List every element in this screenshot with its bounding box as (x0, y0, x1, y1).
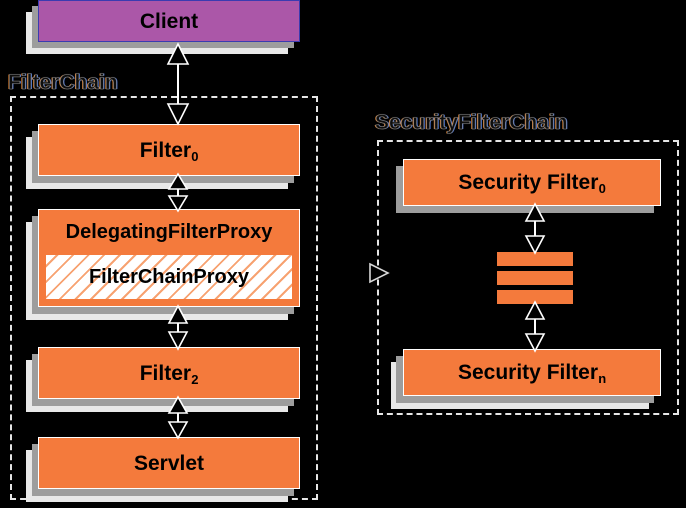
client-box[interactable]: Client (38, 0, 300, 42)
edge-security-filter-n-to-stack (524, 300, 546, 353)
edge-servlet-to-filter2 (167, 395, 189, 440)
security-filter-0-label: Security Filter0 (458, 171, 606, 197)
security-filter-chain-group-label: SecurityFilterChain (375, 111, 568, 134)
filter-stack-bar-2 (497, 271, 573, 285)
filter-chain-proxy-label: FilterChainProxy (88, 266, 250, 288)
filter0-label: Filter0 (139, 138, 199, 164)
edge-stack-to-security-filter-0 (524, 202, 546, 255)
security-filter-0-box[interactable]: Security Filter0 (403, 159, 661, 206)
filter2-label: Filter2 (139, 361, 199, 387)
security-filter-n-label: Security Filtern (457, 361, 607, 387)
servlet-label: Servlet (133, 451, 205, 475)
security-filter-n-box[interactable]: Security Filtern (403, 349, 661, 396)
filter-stack-bar-1 (497, 252, 573, 266)
filter2-box[interactable]: Filter2 (38, 347, 300, 399)
filter-chain-proxy-box[interactable]: FilterChainProxy (45, 254, 293, 300)
filter0-box[interactable]: Filter0 (38, 124, 300, 176)
delegating-filter-proxy-box[interactable]: DelegatingFilterProxy FilterChainProxy (38, 209, 300, 307)
filter-stack-bar-3 (497, 290, 573, 304)
edge-filter0-to-client (166, 42, 190, 126)
client-label: Client (139, 9, 199, 33)
servlet-box[interactable]: Servlet (38, 437, 300, 489)
delegating-filter-proxy-title: DelegatingFilterProxy (39, 210, 299, 254)
filter-chain-group-label: FilterChain (8, 71, 118, 94)
delegating-filter-proxy-label: DelegatingFilterProxy (65, 221, 273, 243)
edge-filterchainproxy-to-securityfilterchain (369, 262, 390, 284)
edge-dfp-to-filter0 (167, 172, 189, 213)
edge-filter2-to-dfp (167, 304, 189, 351)
